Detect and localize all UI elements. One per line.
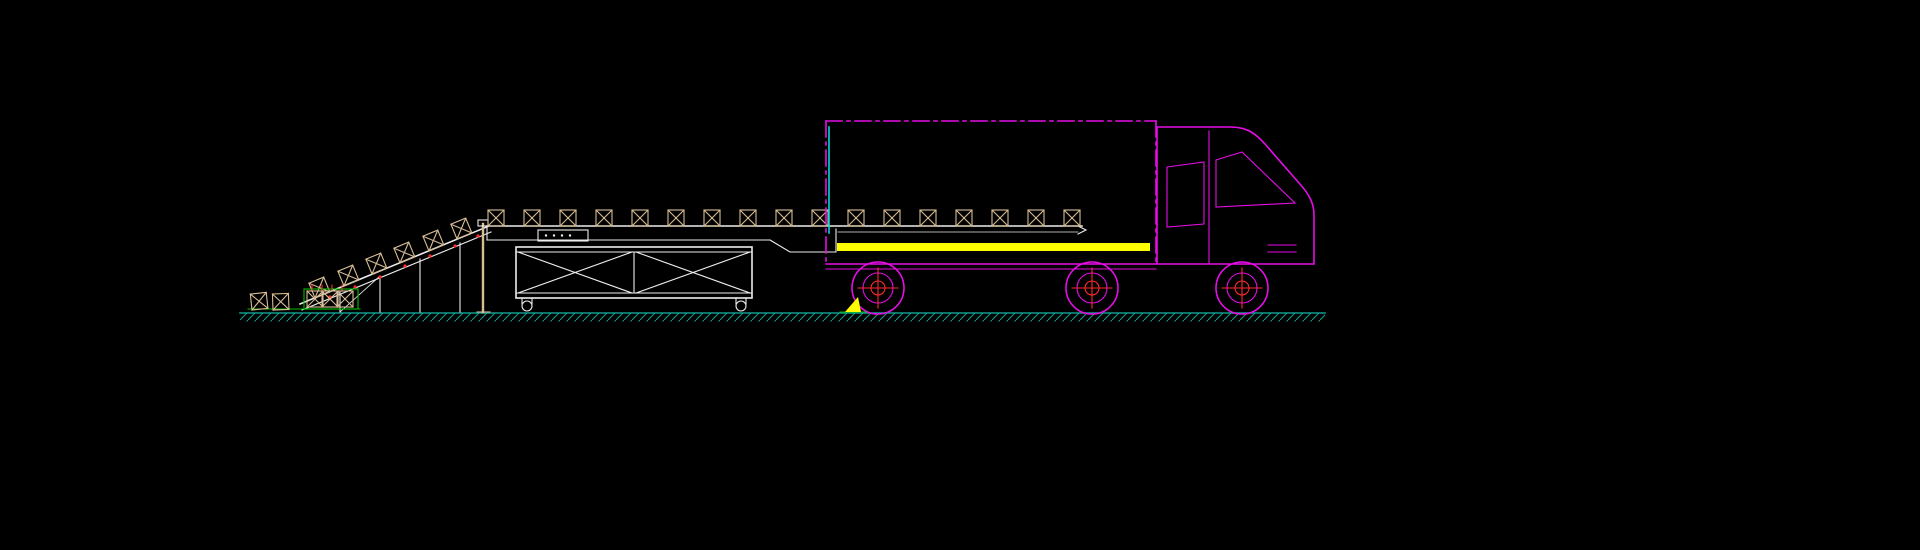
- side-window: [1166, 161, 1205, 228]
- boom-nose: [769, 228, 837, 253]
- telescopic-conveyor: [486, 225, 1088, 312]
- cab-outline: [1156, 126, 1315, 265]
- ground-hatch: [240, 313, 1325, 322]
- cab: [1156, 126, 1315, 265]
- wheel: [851, 261, 905, 315]
- loose-crates: [249, 291, 290, 311]
- wheels: [851, 261, 1269, 315]
- caster-right: [735, 297, 747, 312]
- ground: [239, 312, 1326, 322]
- ramp-rollers: [328, 234, 480, 299]
- windshield: [1215, 151, 1297, 208]
- ramp-brace: [339, 275, 381, 313]
- belt-end-guide: [1077, 225, 1088, 235]
- cargo-box: [825, 120, 1157, 270]
- wheel: [1065, 261, 1119, 315]
- truck: [825, 120, 1315, 315]
- support-truss: [515, 246, 753, 299]
- truss-diagonal: [517, 251, 633, 294]
- staging-bin: [303, 288, 359, 310]
- ramp-crates: [308, 217, 473, 299]
- caster-left: [521, 297, 533, 312]
- belt-crates: [487, 209, 1081, 227]
- control-box: [537, 229, 589, 242]
- truss-diagonal: [635, 251, 751, 294]
- wheel: [1215, 261, 1269, 315]
- side-stripe: [837, 243, 1150, 251]
- inclined-conveyor: [298, 224, 492, 313]
- wheel-chock: [845, 297, 861, 312]
